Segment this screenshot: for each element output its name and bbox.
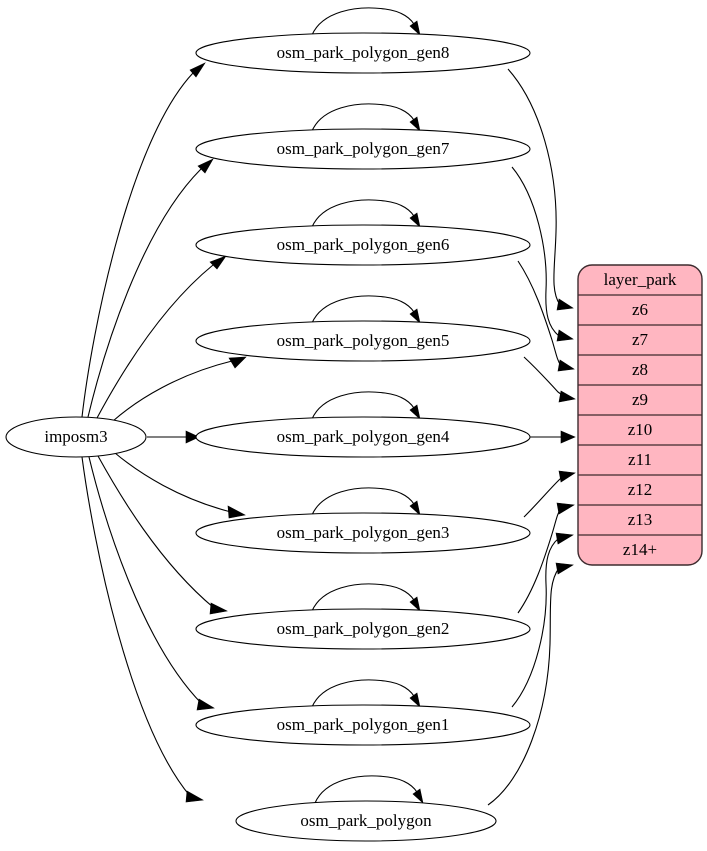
arrow-self-loop-gen1 (409, 692, 421, 708)
node-gen1[interactable]: osm_park_polygon_gen1 (195, 704, 531, 746)
node-base[interactable]: osm_park_polygon (235, 800, 497, 842)
edge-gen2-to-z12 (517, 507, 562, 614)
self-loop-gen5 (311, 295, 417, 324)
layer-park-table-header: layer_park (604, 270, 677, 289)
edge-imposm3-to-gen6 (96, 264, 214, 419)
edge-imposm3-to-gen1 (88, 456, 203, 705)
node-base-shape[interactable] (235, 800, 497, 842)
edge-imposm3-to-gen5 (112, 360, 233, 422)
self-loop-gen4 (311, 391, 417, 420)
arrow-self-loop-gen7 (409, 116, 421, 132)
arrow-gen1-to-z13 (555, 532, 574, 545)
layer-park-table[interactable]: layer_park z6 z7 z8 z9 z10 z11 z12 z13 z… (577, 264, 703, 566)
arrow-gen8-to-z6 (556, 298, 574, 311)
arrow-imposm3-to-gen8 (189, 62, 206, 78)
edge-imposm3-to-base (81, 456, 191, 797)
node-gen7-shape[interactable] (195, 128, 531, 170)
arrow-self-loop-gen2 (409, 596, 421, 612)
self-loop-gen2 (311, 583, 417, 612)
node-gen7[interactable]: osm_park_polygon_gen7 (195, 128, 531, 170)
self-loop-gen6 (311, 199, 417, 228)
arrow-imposm3-to-gen6 (209, 255, 227, 270)
node-imposm3[interactable]: imposm3 (5, 416, 147, 458)
node-gen5-shape[interactable] (195, 320, 531, 362)
node-gen4[interactable]: osm_park_polygon_gen4 (195, 416, 531, 458)
arrow-imposm3-to-gen2 (209, 602, 228, 615)
self-loop-base (314, 775, 420, 804)
node-imposm3-label: imposm3 (44, 427, 107, 446)
edge-imposm3-to-gen8 (81, 72, 194, 418)
table-row-z12[interactable]: z12 (628, 480, 653, 499)
arrow-self-loop-gen8 (409, 20, 421, 36)
table-row-z10[interactable]: z10 (628, 420, 653, 439)
node-imposm3-shape[interactable] (5, 416, 147, 458)
arrow-self-loop-gen3 (409, 500, 421, 516)
edge-imposm3-to-gen7 (87, 168, 202, 418)
arrow-gen6-to-z8 (557, 359, 575, 372)
edge-imposm3-to-gen3 (114, 452, 232, 513)
node-gen5[interactable]: osm_park_polygon_gen5 (195, 320, 531, 362)
arrow-self-loop-gen4 (409, 404, 421, 420)
arrow-gen4-to-z10 (560, 430, 576, 444)
edge-gen8-to-z6 (507, 68, 561, 306)
edge-gen7-to-z7 (511, 166, 560, 337)
node-gen8-label: osm_park_polygon_gen8 (277, 43, 450, 62)
edge-group-source-to-nodes (81, 62, 247, 803)
arrow-imposm3-to-gen1 (196, 698, 215, 711)
edge-gen5-to-z9 (523, 356, 564, 397)
node-gen8-shape[interactable] (195, 32, 531, 74)
arrow-imposm3-to-gen4 (185, 430, 200, 444)
node-gen2[interactable]: osm_park_polygon_gen2 (195, 608, 531, 650)
node-gen3[interactable]: osm_park_polygon_gen3 (195, 512, 531, 554)
arrow-imposm3-to-gen7 (197, 158, 214, 174)
self-loop-gen1 (311, 679, 417, 708)
table-row-z7[interactable]: z7 (632, 330, 649, 349)
node-gen4-shape[interactable] (195, 416, 531, 458)
node-gen1-label: osm_park_polygon_gen1 (277, 715, 450, 734)
table-row-z8[interactable]: z8 (632, 360, 648, 379)
self-loop-gen7 (311, 103, 417, 132)
arrow-base-to-z14 (555, 562, 574, 575)
table-row-z11[interactable]: z11 (628, 450, 652, 469)
node-gen3-shape[interactable] (195, 512, 531, 554)
table-row-z13[interactable]: z13 (628, 510, 653, 529)
self-loop-gen3 (311, 487, 417, 516)
node-gen1-shape[interactable] (195, 704, 531, 746)
edge-gen6-to-z8 (517, 260, 562, 367)
edge-gen3-to-z11 (523, 475, 564, 518)
node-gen4-label: osm_park_polygon_gen4 (277, 427, 450, 446)
node-gen8[interactable]: osm_park_polygon_gen8 (195, 32, 531, 74)
node-gen6-label: osm_park_polygon_gen6 (277, 235, 450, 254)
node-base-label: osm_park_polygon (300, 811, 432, 830)
node-gen6-shape[interactable] (195, 224, 531, 266)
arrow-self-loop-gen6 (409, 212, 421, 228)
self-loop-group (311, 7, 424, 804)
arrow-gen5-to-z9 (558, 390, 576, 403)
arrow-gen3-to-z11 (558, 470, 576, 483)
node-gen2-shape[interactable] (195, 608, 531, 650)
node-gen2-label: osm_park_polygon_gen2 (277, 619, 450, 638)
arrow-self-loop-base (412, 788, 424, 804)
node-gen7-label: osm_park_polygon_gen7 (277, 139, 450, 158)
edge-base-to-z14 (487, 567, 560, 806)
self-loop-gen8 (311, 7, 417, 36)
edge-group-nodes-to-table (487, 68, 576, 806)
arrow-self-loop-gen5 (409, 308, 421, 324)
node-gen6[interactable]: osm_park_polygon_gen6 (195, 224, 531, 266)
arrow-imposm3-to-base (185, 790, 204, 803)
edge-gen1-to-z13 (511, 537, 560, 708)
node-gen5-label: osm_park_polygon_gen5 (277, 331, 450, 350)
table-row-z9[interactable]: z9 (632, 390, 648, 409)
node-gen3-label: osm_park_polygon_gen3 (277, 523, 450, 542)
table-row-z14plus[interactable]: z14+ (623, 540, 657, 559)
arrow-gen7-to-z7 (556, 329, 574, 342)
table-row-z6[interactable]: z6 (632, 300, 648, 319)
arrow-imposm3-to-gen3 (227, 505, 246, 519)
arrow-gen2-to-z12 (556, 502, 575, 515)
arrow-imposm3-to-gen5 (228, 356, 247, 369)
edge-imposm3-to-gen2 (97, 455, 215, 609)
